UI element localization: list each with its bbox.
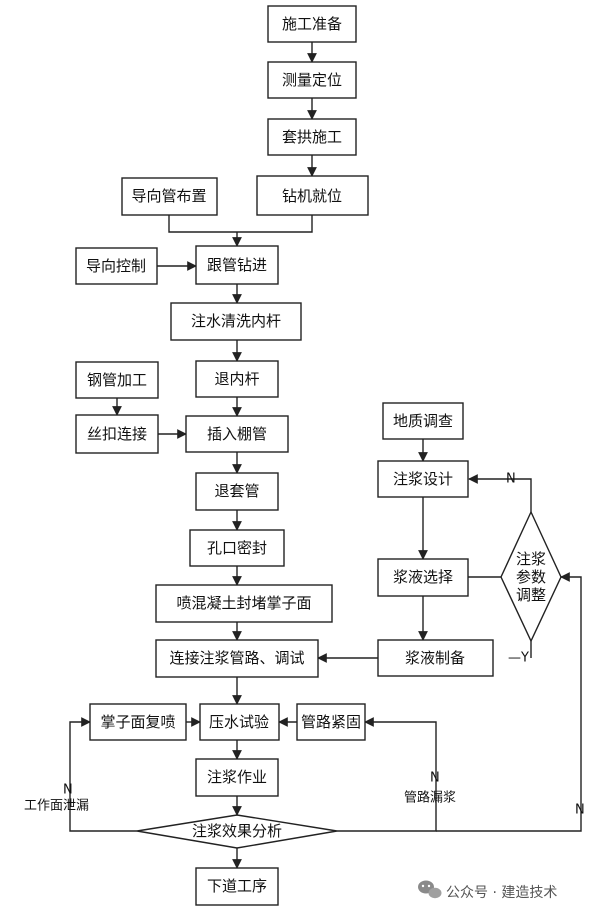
- node-follow-pipe-drilling: [195, 245, 279, 285]
- node-water-wash-rod: [170, 302, 302, 341]
- node-construction-prep-label: 施工准备: [282, 15, 342, 33]
- node-follow-pipe-drilling-label: 跟管钻进: [207, 256, 267, 274]
- node-pipe-fastening: [296, 703, 366, 741]
- decision-grout-param-adjust: [500, 510, 562, 643]
- edge-label-n-top: N: [506, 472, 516, 487]
- node-next-process: [195, 867, 279, 906]
- node-orifice-seal-label: 孔口密封: [207, 539, 267, 557]
- node-insert-shed-pipe: [185, 415, 289, 453]
- edge-analysis-pipe-leak: [337, 717, 437, 832]
- edge-label-n-right: N: [575, 803, 585, 818]
- node-guide-control: [75, 247, 158, 285]
- node-face-reshotcrete-label: 掌子面复喷: [100, 713, 175, 731]
- node-water-wash-rod-label: 注水清洗内杆: [191, 312, 281, 330]
- node-shotcrete-face: [155, 584, 333, 623]
- node-retreat-casing-label: 退套管: [214, 482, 259, 500]
- node-survey-positioning-label: 测量定位: [282, 71, 342, 89]
- node-retreat-inner-rod-label: 退内杆: [214, 370, 259, 388]
- connectors: [69, 42, 582, 869]
- node-pressure-test: [199, 703, 280, 741]
- node-next-process-label: 下道工序: [207, 877, 267, 895]
- node-thread-connection: [75, 414, 159, 454]
- node-guide-pipe-layout: [121, 177, 218, 216]
- node-grouting-work-label: 注浆作业: [207, 768, 267, 786]
- node-guide-pipe-layout-label: 导向管布置: [131, 187, 206, 205]
- node-steel-pipe-processing: [75, 361, 159, 399]
- node-insert-shed-pipe-label: 插入棚管: [207, 425, 267, 443]
- node-drill-in-place: [256, 175, 369, 216]
- watermark-text: 公众号 · 建造技术: [446, 885, 557, 901]
- node-steel-pipe-processing-label: 钢管加工: [87, 371, 147, 389]
- node-grout-selection: [377, 558, 469, 597]
- node-connect-grout-lines: [155, 639, 319, 678]
- edge-label-face-leak: 工作面泄漏: [24, 798, 89, 814]
- node-thread-connection-label: 丝扣连接: [87, 425, 147, 443]
- node-guide-control-label: 导向控制: [86, 257, 146, 275]
- node-retreat-inner-rod: [195, 360, 279, 398]
- edge-analysis-param: [436, 572, 582, 832]
- node-grout-design-label: 注浆设计: [393, 470, 453, 488]
- node-grout-design: [377, 460, 469, 498]
- node-retreat-casing: [195, 472, 279, 511]
- decision-grout-effect-analysis: [136, 814, 338, 849]
- wechat-icon: [418, 880, 442, 899]
- edge-label-n-left: N: [63, 783, 73, 798]
- node-grout-preparation-label: 浆液制备: [405, 649, 465, 667]
- node-face-reshotcrete: [89, 703, 187, 741]
- node-grout-selection-label: 浆液选择: [393, 568, 453, 586]
- decision-grout-effect-analysis-label: 注浆效果分析: [192, 822, 282, 840]
- node-shotcrete-face-label: 喷混凝土封堵掌子面: [176, 594, 311, 612]
- decision-grout-param-adjust-line3: 调整: [516, 586, 546, 604]
- decision-grout-param-adjust-line2: 参数: [516, 568, 546, 586]
- watermark: 公众号 · 建造技术: [418, 880, 557, 901]
- node-pipe-fastening-label: 管路紧固: [301, 713, 361, 731]
- node-arch-construction: [267, 118, 357, 156]
- edge-label-n-mid: N: [430, 771, 440, 786]
- edge-label-y-bottom: —Y: [508, 651, 529, 666]
- node-drill-in-place-label: 钻机就位: [282, 187, 342, 205]
- edge-label-pipe-leak: 管路漏浆: [404, 790, 456, 806]
- edge-guidepipe-join: [168, 215, 237, 233]
- node-construction-prep: [267, 5, 357, 43]
- node-arch-construction-label: 套拱施工: [282, 128, 342, 146]
- edge-analysis-face-leak: [69, 717, 137, 832]
- node-geological-survey: [382, 402, 464, 440]
- node-grouting-work: [195, 758, 279, 797]
- edge-drill-join: [237, 215, 313, 233]
- decision-grout-param-adjust-line1: 注浆: [516, 550, 546, 568]
- node-grout-preparation: [377, 639, 494, 677]
- node-geological-survey-label: 地质调查: [393, 412, 453, 430]
- node-pressure-test-label: 压水试验: [209, 713, 269, 731]
- edge-diamond-no: [468, 474, 532, 512]
- node-orifice-seal: [189, 529, 285, 567]
- node-connect-grout-lines-label: 连接注浆管路、调试: [169, 649, 304, 667]
- node-survey-positioning: [267, 61, 357, 99]
